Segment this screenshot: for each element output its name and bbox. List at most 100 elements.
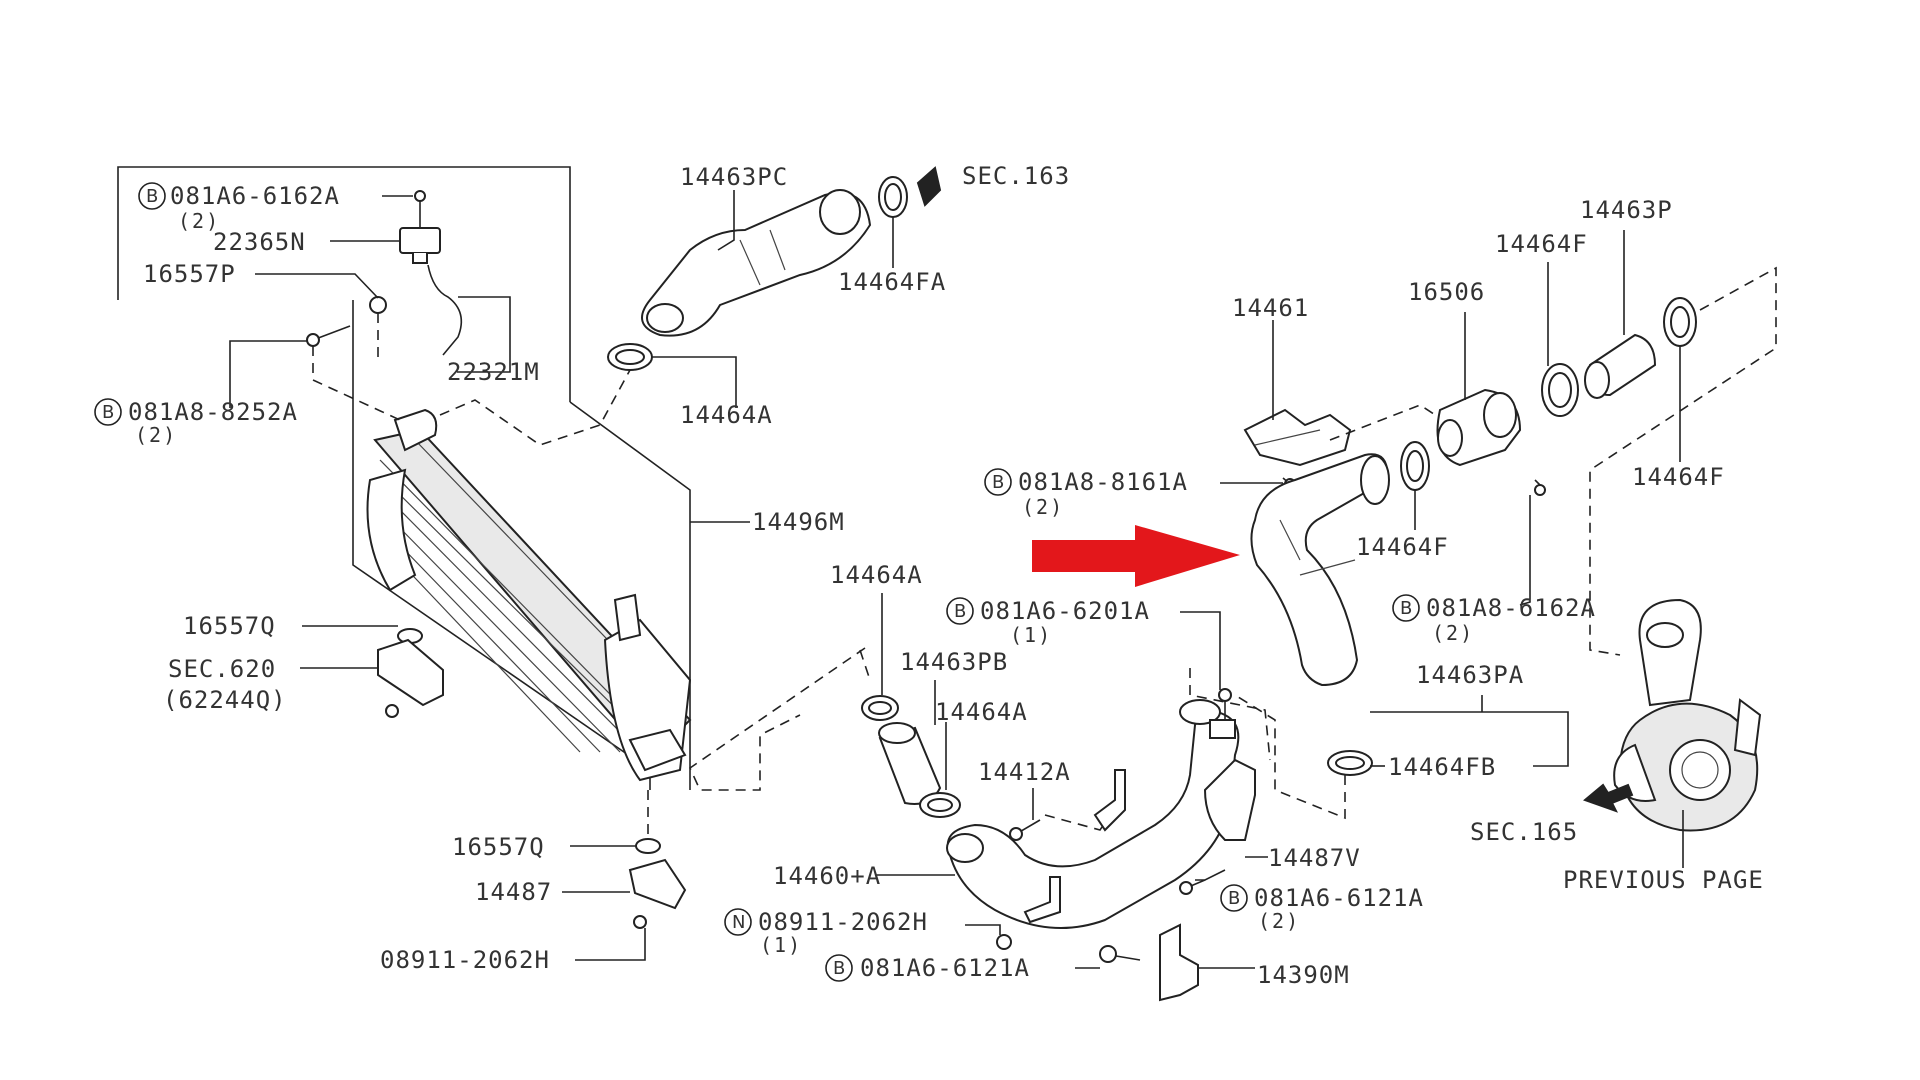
bolt-marker-081A8-8252A: B bbox=[94, 398, 122, 426]
label-081A6-6121A-bottom: 081A6-6121A bbox=[860, 954, 1030, 982]
label-22321M: 22321M bbox=[447, 358, 540, 386]
label-14463PC: 14463PC bbox=[680, 163, 788, 191]
bolt-081A6-6121A-bottom bbox=[1099, 945, 1141, 963]
svg-text:B: B bbox=[1400, 598, 1412, 619]
qty-081A8-8161A: (2) bbox=[1022, 495, 1064, 519]
sec165-arrow bbox=[1583, 783, 1634, 813]
bracket-14461 bbox=[1243, 408, 1352, 467]
label-081A6-6201A: 081A6-6201A bbox=[980, 597, 1150, 625]
clamp-14464A-top bbox=[607, 343, 653, 371]
hose-14463PC bbox=[641, 189, 872, 337]
label-14487: 14487 bbox=[475, 878, 552, 906]
bracket-62244Q bbox=[377, 638, 444, 718]
label-16557P: 16557P bbox=[143, 260, 236, 288]
label-081A8-6162A: 081A8-6162A bbox=[1426, 594, 1596, 622]
label-14464F-upper: 14464F bbox=[1495, 230, 1588, 258]
valve-16506 bbox=[1436, 388, 1522, 467]
clamp-14464F-mid bbox=[1400, 441, 1430, 491]
label-14464A-top: 14464A bbox=[680, 401, 773, 429]
sec163-arrow bbox=[916, 166, 942, 207]
hose-14463PB bbox=[878, 722, 942, 805]
label-14460A: 14460+A bbox=[773, 862, 881, 890]
clamp-14464FA bbox=[878, 176, 908, 218]
qty-081A8-6162A: (2) bbox=[1432, 621, 1474, 645]
label-14464F-mid: 14464F bbox=[1356, 533, 1449, 561]
label-14464A-mid: 14464A bbox=[830, 561, 923, 589]
svg-text:B: B bbox=[992, 472, 1004, 493]
intercooler bbox=[366, 408, 692, 782]
label-081A8-8161A: 081A8-8161A bbox=[1018, 468, 1188, 496]
label-14464F-right: 14464F bbox=[1632, 463, 1725, 491]
label-22365N: 22365N bbox=[213, 228, 306, 256]
bracket-14487V bbox=[1203, 758, 1256, 841]
label-081A6-6162A-top: 081A6-6162A bbox=[170, 182, 340, 210]
qty-081A6-6162A-top: (2) bbox=[178, 209, 220, 233]
bracket-14390M bbox=[1159, 923, 1199, 1002]
label-16557Q-lower: 16557Q bbox=[452, 833, 545, 861]
nut-marker-08911-2062H: N bbox=[724, 908, 752, 936]
sensor-wire-22321M bbox=[427, 264, 463, 356]
qty-08911-2062H-bottom: (1) bbox=[760, 933, 802, 957]
label-081A6-6121A-right: 081A6-6121A bbox=[1254, 884, 1424, 912]
clamp-14464F-right bbox=[1663, 297, 1697, 347]
label-previous-page: PREVIOUS PAGE bbox=[1563, 866, 1764, 894]
label-16557Q-upper: 16557Q bbox=[183, 612, 276, 640]
svg-text:B: B bbox=[1228, 888, 1240, 909]
bolt-marker-081A6-6162A-top: B bbox=[138, 182, 166, 210]
bolt-081A8-8252A bbox=[306, 325, 351, 347]
intercooler-frame-line bbox=[352, 300, 651, 790]
bolt-marker-081A6-6121A-bottom: B bbox=[825, 954, 853, 982]
bolt-14412A bbox=[1009, 819, 1041, 841]
bolt-081A6-6121A-right bbox=[1179, 879, 1206, 895]
bolt-marker-081A8-6162A: B bbox=[1392, 594, 1420, 622]
turbocharger bbox=[1613, 598, 1762, 832]
label-14412A: 14412A bbox=[978, 758, 1071, 786]
bracket-pipe-lower bbox=[996, 876, 1061, 950]
grommet-16557Q-lower bbox=[635, 838, 661, 854]
label-sec620: SEC.620 bbox=[168, 655, 276, 683]
label-14487V: 14487V bbox=[1268, 844, 1361, 872]
label-62244Q: (62244Q) bbox=[163, 686, 287, 714]
hose-14463PA bbox=[1250, 453, 1390, 687]
sensor-group-box bbox=[117, 166, 571, 402]
label-16506: 16506 bbox=[1408, 278, 1485, 306]
label-14496M: 14496M bbox=[752, 508, 845, 536]
bolt-marker-081A8-8161A: B bbox=[984, 468, 1012, 496]
clamp-14464A-low bbox=[919, 792, 961, 818]
grommet-16557P bbox=[369, 296, 387, 314]
sensor-22365N bbox=[399, 190, 441, 264]
intercooler-frame-right bbox=[569, 401, 691, 790]
label-14463PB: 14463PB bbox=[900, 648, 1008, 676]
svg-text:B: B bbox=[146, 186, 158, 207]
clamp-14464F-upper bbox=[1541, 363, 1579, 417]
qty-081A6-6201A: (1) bbox=[1010, 623, 1052, 647]
svg-text:N: N bbox=[732, 912, 745, 933]
highlight-arrow bbox=[1032, 525, 1240, 587]
clamp-14464A-mid bbox=[861, 695, 899, 721]
label-14463P: 14463P bbox=[1580, 196, 1673, 224]
pipe-14460A bbox=[946, 699, 1240, 929]
label-081A8-8252A: 081A8-8252A bbox=[128, 398, 298, 426]
hose-14463P bbox=[1584, 333, 1657, 399]
qty-081A8-8252A: (2) bbox=[135, 423, 177, 447]
bolt-marker-081A6-6201A: B bbox=[946, 597, 974, 625]
label-14390M: 14390M bbox=[1257, 961, 1350, 989]
label-sec163: SEC.163 bbox=[962, 162, 1070, 190]
qty-081A6-6121A-right: (2) bbox=[1258, 909, 1300, 933]
label-08911-2062H-left: 08911-2062H bbox=[380, 946, 550, 974]
bolt-marker-081A6-6121A-right: B bbox=[1220, 884, 1248, 912]
bracket-14487 bbox=[628, 858, 687, 929]
clamp-14464FB bbox=[1327, 750, 1373, 776]
label-14464A-low: 14464A bbox=[935, 698, 1028, 726]
label-14463PA: 14463PA bbox=[1416, 661, 1524, 689]
svg-text:B: B bbox=[102, 402, 114, 423]
label-14464FB: 14464FB bbox=[1388, 753, 1496, 781]
label-sec165: SEC.165 bbox=[1470, 818, 1578, 846]
svg-text:B: B bbox=[954, 601, 966, 622]
label-08911-2062H-bottom: 08911-2062H bbox=[758, 908, 928, 936]
bracket-pipe bbox=[1093, 769, 1126, 832]
bolt-081A6-6201A bbox=[1209, 688, 1236, 739]
svg-text:B: B bbox=[833, 958, 845, 979]
label-14464FA: 14464FA bbox=[838, 268, 946, 296]
